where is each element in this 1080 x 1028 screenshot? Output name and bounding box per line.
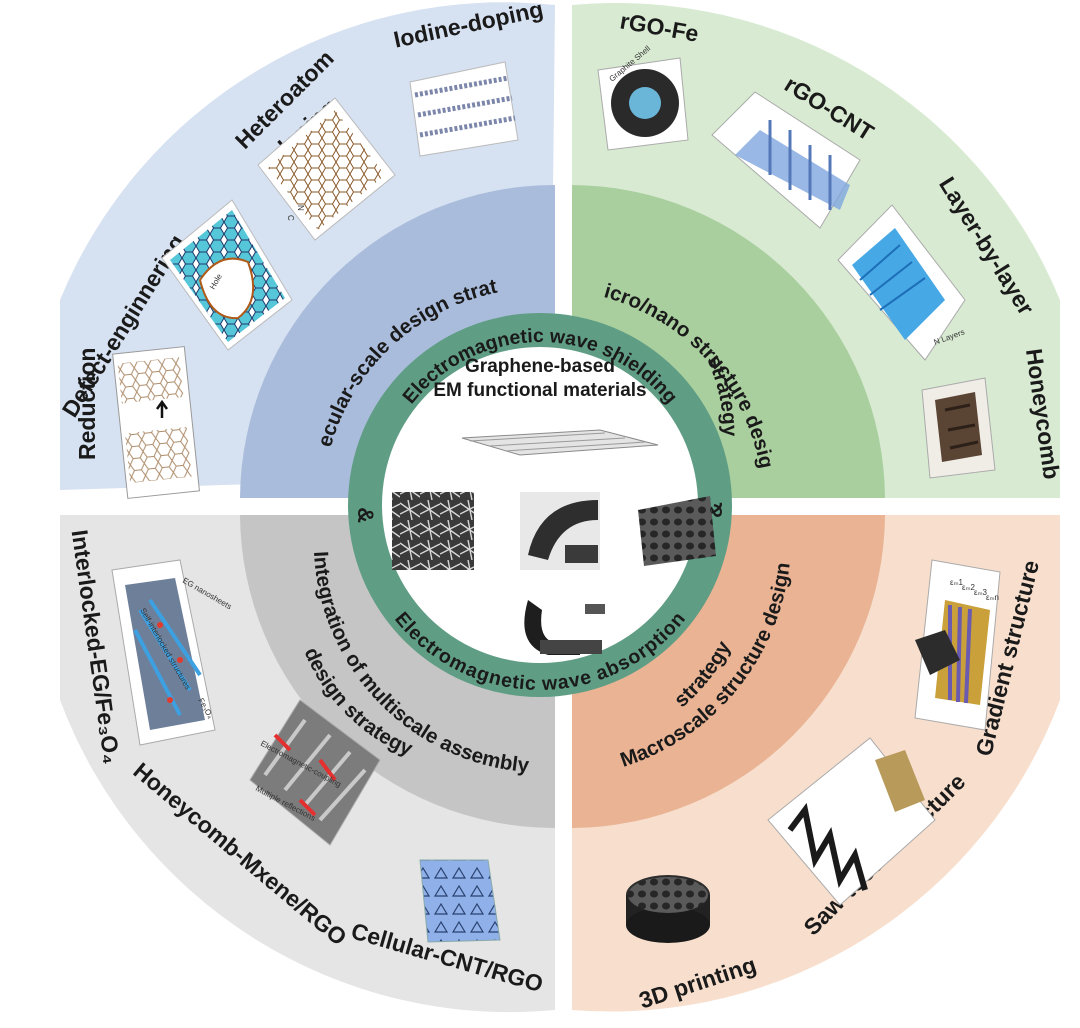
svg-text:C: C bbox=[286, 215, 295, 221]
honeycomb-foam-image bbox=[638, 496, 716, 566]
svg-text:εₘ1: εₘ1 bbox=[950, 578, 964, 587]
rgo-cnt-image bbox=[711, 91, 861, 229]
reduction-schematic-image bbox=[112, 346, 200, 499]
aerogel-film-image bbox=[520, 492, 600, 570]
svg-text:εₘn: εₘn bbox=[986, 593, 999, 602]
saw-tooth-image bbox=[767, 737, 936, 906]
iodine-doping-image bbox=[409, 61, 519, 157]
honeycomb-structure-image bbox=[921, 377, 996, 479]
svg-text:εₘ2: εₘ2 bbox=[962, 583, 976, 592]
nanofiber-sem-image bbox=[392, 492, 474, 570]
heteroatom-doping-image: C N bbox=[257, 97, 396, 241]
center-title-line1: Graphene-based bbox=[465, 356, 615, 377]
defect-hole-image: Hole bbox=[161, 199, 293, 351]
center-title-line2: EM functional materials bbox=[433, 380, 646, 401]
gradient-structure-image: εₘ1 εₘ2 εₘ3 εₘn bbox=[914, 559, 1001, 731]
ring-ampersand-left: & bbox=[353, 507, 378, 523]
svg-text:N: N bbox=[296, 205, 305, 211]
cellular-cnt-rgo-image bbox=[419, 859, 501, 943]
honeycomb-mxene-rgo-image: Electromagnetic-coupling Multiple reflec… bbox=[249, 699, 381, 846]
example-reduction-label: Reduction bbox=[74, 348, 100, 460]
svg-text:εₘ3: εₘ3 bbox=[974, 588, 988, 597]
flexible-absorber-image bbox=[524, 600, 605, 655]
layer-by-layer-image: N Layers bbox=[837, 204, 966, 361]
3d-printing-image bbox=[626, 875, 710, 943]
graphene-sheet-image bbox=[461, 429, 659, 456]
rgo-fe-image: Graphite Shell bbox=[597, 44, 689, 151]
